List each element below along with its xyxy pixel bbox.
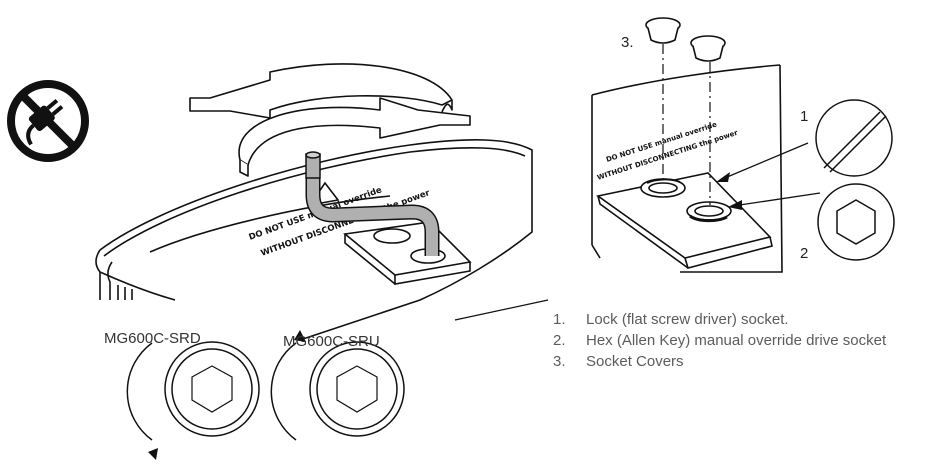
cover-callout-number: 3. [621, 34, 634, 51]
leader-arrowhead-2 [728, 200, 742, 210]
hexagon-socket-icon [817, 183, 895, 261]
socket-cap-b [690, 35, 726, 62]
socket-cap-a [645, 17, 681, 44]
legend-number: 3. [553, 353, 566, 370]
socket-cover-1 [640, 178, 686, 198]
allen-key-icon [305, 151, 440, 256]
legend-text: Hex (Allen Key) manual override drive so… [586, 332, 887, 349]
leader-arrowhead-1 [716, 172, 730, 182]
pointer-line [454, 299, 549, 321]
model-sru-symbol [270, 330, 405, 441]
legend-number: 2. [553, 332, 566, 349]
legend-number: 1. [553, 311, 566, 328]
clockwise-arrow [126, 342, 153, 441]
rotation-arrows-icon [189, 63, 471, 177]
legend-list: 1. Lock (flat screw driver) socket. 2. H… [553, 309, 943, 372]
housing-outline [99, 139, 533, 341]
counterclockwise-arrow [270, 342, 297, 441]
model-srd-label: MG600C-SRD [104, 330, 201, 347]
legend-text: Socket Covers [586, 353, 684, 370]
model-sru-label: MG600C-SRU [283, 333, 380, 350]
legend-item-lock: 1. Lock (flat screw driver) socket. [553, 309, 943, 330]
lock-callout-number: 1 [800, 108, 808, 125]
detail-inset [591, 17, 821, 273]
socket-plate [343, 221, 472, 276]
model-srd-symbol [126, 341, 260, 460]
legend-item-covers: 3. Socket Covers [553, 351, 943, 372]
legend-text: Lock (flat screw driver) socket. [586, 311, 789, 328]
no-power-plug-icon [7, 80, 89, 162]
legend-item-hex: 2. Hex (Allen Key) manual override drive… [553, 330, 943, 351]
socket-cover-2 [686, 201, 732, 223]
hex-callout-number: 2 [800, 245, 808, 262]
flat-slot-icon [815, 99, 893, 177]
